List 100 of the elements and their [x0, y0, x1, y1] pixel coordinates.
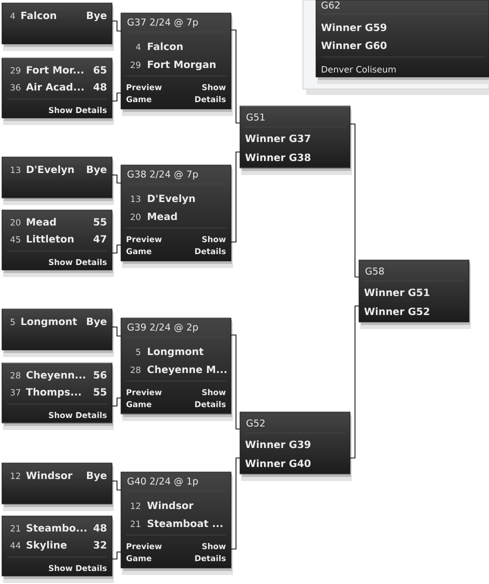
bracket-line — [230, 152, 240, 242]
game-header: G40 2/24 @ 1p — [128, 477, 198, 486]
team-name: Skyline — [26, 540, 67, 551]
team-name: Steambo... — [26, 524, 86, 532]
seed-number: 21 — [130, 520, 140, 527]
bracket-line — [230, 334, 240, 430]
winner-slot: Winner G39 — [245, 440, 310, 448]
game-header: G62 — [322, 1, 340, 9]
team-name: Windsor — [26, 471, 72, 480]
game-header: G37 2/24 @ 7p — [128, 18, 198, 28]
score: 65 — [94, 66, 106, 74]
result-card — [2, 516, 114, 583]
bye-label: Bye — [87, 318, 107, 328]
preview-game-link: Preview Game — [126, 236, 162, 254]
team-name: Longmont — [21, 318, 77, 328]
seed-number: 37 — [10, 389, 20, 396]
game-header: G38 2/24 @ 7p — [128, 170, 198, 180]
bracket-line — [112, 398, 122, 406]
show-details-link: Show Details — [48, 106, 107, 114]
bye-label: Bye — [87, 472, 107, 482]
result-card — [2, 210, 114, 277]
team-name: D'Evelyn — [148, 194, 195, 204]
game-card — [316, 0, 489, 84]
bracket-line — [350, 306, 360, 458]
seed-number: 29 — [130, 62, 140, 68]
show-details-link: Show Details — [195, 543, 226, 562]
score: 56 — [94, 371, 106, 379]
seed-number: 12 — [10, 472, 20, 479]
seed-number: 28 — [10, 372, 20, 379]
result-card — [2, 58, 114, 125]
winner-slot: Winner G37 — [245, 134, 310, 142]
seed-number: 13 — [131, 196, 140, 202]
score: 55 — [94, 218, 106, 226]
result-card — [2, 362, 114, 430]
seed-number: 29 — [10, 67, 20, 74]
seed-number: 5 — [10, 318, 15, 326]
bracket-line — [230, 30, 240, 124]
game-card — [240, 106, 352, 175]
team-name: Falcon — [21, 11, 56, 20]
bracket-line — [112, 174, 122, 184]
show-details-link: Show Details — [48, 412, 107, 418]
game-card — [358, 260, 471, 329]
team-name: Mead — [26, 218, 56, 226]
game-header: G51 — [246, 113, 265, 121]
winner-slot: Winner G51 — [364, 288, 430, 296]
game-card — [120, 164, 233, 268]
score: 32 — [94, 541, 106, 549]
bracket-line — [112, 20, 122, 32]
bracket-line — [112, 552, 122, 560]
score: 48 — [94, 524, 106, 532]
seed-number: 12 — [131, 502, 140, 509]
game-header: G39 2/24 @ 2p — [128, 323, 198, 332]
bye-card — [2, 462, 114, 511]
winner-slot: Winner G60 — [321, 41, 387, 50]
seed-number: 36 — [10, 84, 20, 91]
seed-number: 5 — [136, 348, 140, 356]
winner-slot: Winner G59 — [321, 23, 386, 32]
team-name: Steamboat ... — [148, 519, 222, 528]
preview-game-link: Preview Game — [126, 543, 162, 562]
seed-number: 20 — [10, 219, 20, 226]
team-name: Air Acad... — [26, 82, 84, 91]
seed-number: 21 — [10, 525, 20, 532]
game-card — [240, 412, 352, 481]
bye-card — [2, 308, 114, 357]
team-name: Fort Morgan — [148, 60, 216, 70]
winner-slot: Winner G52 — [364, 307, 430, 316]
team-name: Thomps... — [26, 388, 81, 398]
winner-slot: Winner G40 — [245, 459, 311, 468]
preview-game-link: Preview Game — [126, 389, 162, 408]
team-name: Fort Mor... — [26, 66, 84, 74]
seed-number: 4 — [136, 44, 141, 50]
team-name: Longmont — [148, 348, 204, 358]
game-header: G52 — [246, 419, 264, 427]
bye-card — [2, 156, 114, 205]
team-name: D'Evelyn — [26, 165, 74, 176]
winner-slot: Winner G38 — [245, 153, 310, 162]
team-name: Mead — [148, 212, 177, 220]
game-card — [120, 472, 233, 575]
bye-label: Bye — [87, 12, 107, 22]
team-name: Littleton — [26, 234, 74, 243]
bracket-line — [112, 480, 122, 490]
seed-number: 4 — [10, 12, 15, 19]
seed-number: 28 — [130, 366, 140, 374]
bracket-line — [112, 326, 122, 336]
seed-number: 44 — [10, 542, 20, 548]
score: 55 — [94, 388, 106, 396]
seed-number: 45 — [10, 236, 20, 243]
team-name: Cheyenne M... — [148, 365, 226, 376]
bye-label: Bye — [87, 166, 107, 176]
game-header: G58 — [366, 267, 384, 275]
show-details-link: Show Details — [195, 389, 226, 408]
team-name: Windsor — [147, 501, 194, 510]
seed-number: 13 — [10, 166, 20, 174]
bracket-line — [350, 124, 360, 278]
bracket-line — [112, 244, 122, 254]
show-details-link: Show Details — [48, 258, 107, 266]
bracket-line — [112, 92, 122, 102]
game-card — [120, 318, 233, 421]
preview-game-link: Preview Game — [126, 84, 162, 102]
game-card — [120, 12, 233, 116]
